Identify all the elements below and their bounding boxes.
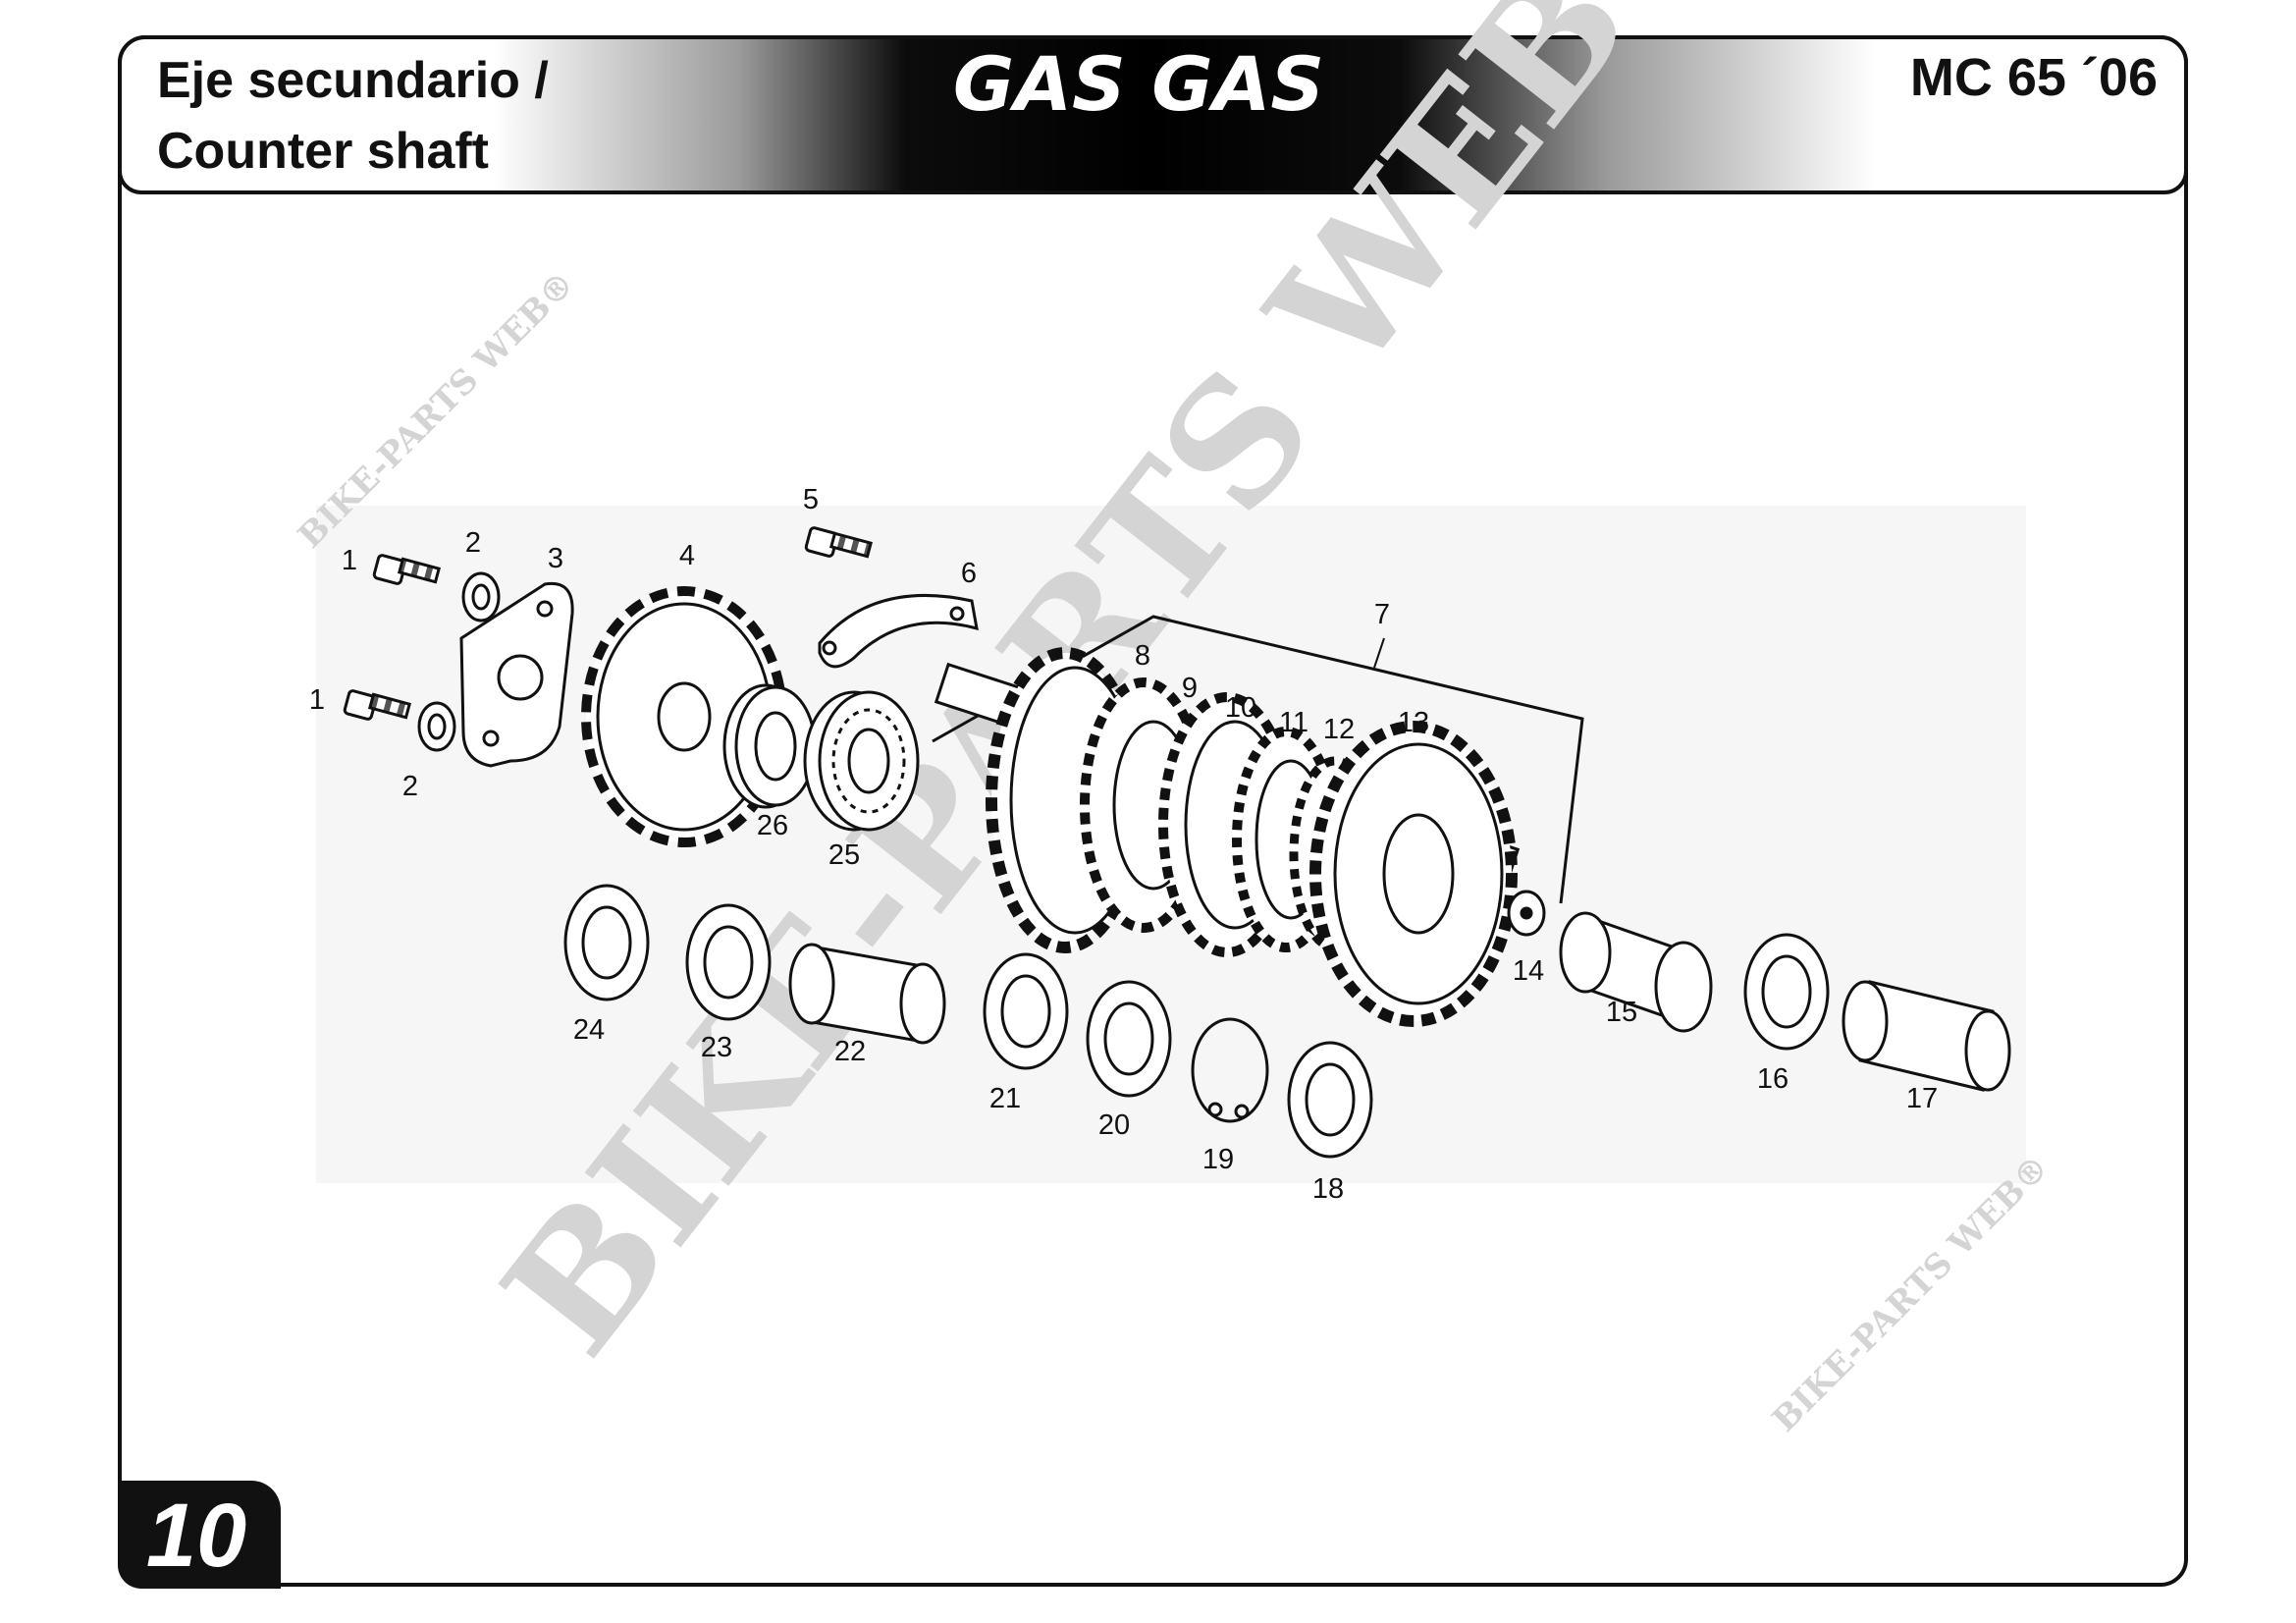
callout-11: 11 [1279,707,1308,738]
callout-13: 13 [1398,707,1429,738]
callout-2-lower: 2 [402,771,418,802]
part-17-bushing [1842,980,2011,1092]
part-3-retaining-plate [459,581,574,768]
callout-14: 14 [1513,955,1544,987]
callout-23: 23 [701,1032,732,1063]
callout-10: 10 [1225,692,1256,724]
part-19-circlip [1191,1017,1269,1123]
part-24-washer [563,884,650,1001]
part-13-gear [1309,721,1518,1027]
watermark-small-bottom: BIKE-PARTS WEB® [1765,1148,2056,1439]
part-2-washer-upper [461,571,501,622]
part-22-spacer [788,943,946,1045]
page-number-tab [118,1481,281,1589]
callout-22: 22 [834,1036,866,1067]
callout-1-lower: 1 [309,684,325,716]
part-16-washer [1743,933,1830,1051]
callout-18: 18 [1312,1173,1344,1205]
callout-3: 3 [548,543,563,574]
brand-logo: GAS GAS [953,41,1324,128]
callout-24: 24 [573,1014,605,1046]
part-5-bolt [804,526,874,559]
callout-6: 6 [961,558,977,589]
part-25-ball-bearing [803,690,920,832]
callout-5: 5 [803,484,819,515]
callout-4: 4 [679,540,695,571]
watermark-small-bottom-text: BIKE-PARTS WEB® [1765,1148,2056,1439]
callout-1-upper: 1 [342,545,357,576]
callout-26: 26 [757,810,788,841]
part-18-washer [1287,1041,1373,1159]
part-23-washer [685,903,772,1021]
model-label: MC 65 ´06 [1909,48,2158,107]
callout-15: 15 [1606,997,1637,1028]
callout-20: 20 [1098,1109,1130,1141]
title-spanish: Eje secundario / [157,52,549,109]
callout-25: 25 [828,839,860,871]
callout-12: 12 [1323,714,1355,745]
part-6-bracket [818,594,979,669]
brand-logo-text: GAS GAS [953,41,1324,128]
callout-16: 16 [1757,1063,1789,1095]
part-15-needle-bearing [1559,911,1713,1033]
part-2-washer-lower [417,701,456,752]
callout-19: 19 [1202,1144,1234,1175]
header-bar [118,35,2188,194]
callout-21: 21 [989,1083,1021,1114]
callout-7: 7 [1374,599,1390,630]
callout-17: 17 [1906,1083,1938,1114]
part-1-bolt-upper [372,554,442,585]
part-14-shaft-end [1507,890,1546,937]
callout-9: 9 [1182,673,1198,704]
callout-2-upper: 2 [465,527,481,559]
callout-8: 8 [1135,640,1150,672]
title-english: Counter shaft [157,123,489,180]
part-1-bolt-lower [343,689,412,721]
part-21-washer [983,952,1069,1070]
part-26-oil-seal [722,683,817,809]
page-number: 10 [145,1486,247,1586]
part-20-washer [1086,980,1172,1098]
